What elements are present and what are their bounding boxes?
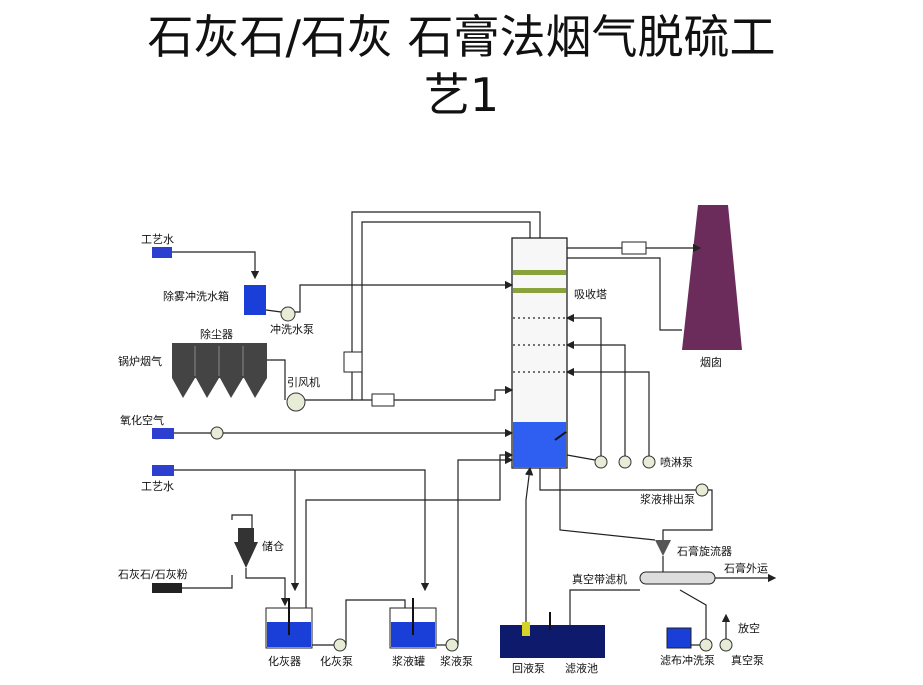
process-water-top-label: 工艺水 <box>141 233 174 246</box>
spray-pump-3-icon <box>642 455 656 469</box>
title-line-2: 艺1 <box>423 68 500 122</box>
filtrate-tank <box>500 625 605 658</box>
page-title: 石灰石/石灰 石膏法烟气脱硫工 艺1 <box>0 8 923 124</box>
pipe-lime-to-slurry <box>345 599 406 645</box>
lime-pump-icon <box>333 638 347 652</box>
pipe-sump-to-discharge <box>539 468 600 491</box>
pipe-spray-1 <box>565 313 602 456</box>
pipe-slaker-overflow <box>305 450 514 608</box>
spray-pump-2-icon <box>618 455 632 469</box>
chimney-shape <box>682 205 742 350</box>
dust-collector-label: 除尘器 <box>200 327 233 341</box>
ggh-top <box>621 241 647 255</box>
flush-pump-label: 冲洗水泵 <box>270 322 314 336</box>
slurry-tank-label: 浆液罐 <box>392 654 425 668</box>
process-water-top-inlet <box>152 247 172 258</box>
lime-slaker-label: 化灰器 <box>268 654 301 668</box>
vacuum-pump-icon <box>719 638 733 652</box>
oxidation-air-inlet <box>152 428 174 439</box>
pipe-spray-3 <box>565 367 650 456</box>
pipe-fan-to-absorber <box>305 385 514 401</box>
dust-hopper-4 <box>244 378 267 398</box>
demister-wash-tank <box>244 285 266 315</box>
storage-bin-hopper <box>234 542 258 568</box>
pipe-process-water-mid <box>174 469 430 592</box>
pipe-powder-to-bin <box>182 575 233 589</box>
storage-bin-label: 储仓 <box>262 539 284 553</box>
pipe-flush-to-absorber <box>295 280 514 313</box>
pipe-absorber-top-2 <box>361 221 531 400</box>
absorber-demister-1 <box>513 270 566 275</box>
absorber-label: 吸收塔 <box>574 287 607 301</box>
spray-pump-label: 喷淋泵 <box>660 456 693 469</box>
limestone-powder-inlet <box>152 583 182 593</box>
slurry-pump-label: 浆液泵 <box>440 654 473 668</box>
filtrate-tank-label: 滤液池 <box>565 661 598 675</box>
boiler-flue-gas-label: 锅炉烟气 <box>118 354 162 368</box>
cloth-wash-pump-icon <box>699 638 713 652</box>
pipe-slurry-to-absorber <box>457 455 514 645</box>
return-pump-icon <box>522 622 530 636</box>
slurry-discharge-pump-label: 浆液排出泵 <box>640 492 695 506</box>
oxidation-blower-icon <box>210 426 224 440</box>
id-fan-icon <box>286 392 306 412</box>
pipe-sump-to-spray <box>566 454 596 461</box>
lime-pump-label: 化灰泵 <box>320 654 353 668</box>
dust-hopper-2 <box>196 378 219 398</box>
demister-tank-label: 除雾冲洗水箱 <box>163 289 229 303</box>
return-pump-label: 回液泵 <box>512 661 545 675</box>
vacuum-belt-filter-icon <box>639 571 716 585</box>
slurry-discharge-pump-icon <box>695 483 709 497</box>
pipe-absorber-top <box>351 211 541 400</box>
pipe-bin-to-slaker <box>245 568 290 607</box>
process-water-mid-inlet <box>152 465 174 476</box>
gypsum-cyclone-label: 石膏旋流器 <box>677 544 732 558</box>
pipe-discharge-to-cyclone <box>662 489 713 540</box>
process-water-mid-label: 工艺水 <box>141 480 174 493</box>
pipe-process-water-top <box>172 251 260 280</box>
dust-hopper-1 <box>172 378 195 398</box>
absorber-demister-2 <box>513 288 566 293</box>
oxidation-air-label: 氧化空气 <box>120 413 164 427</box>
pipe-wash-to-filter <box>679 589 707 639</box>
pipe-tank-to-flush-pump <box>265 309 282 313</box>
pipe-return-to-absorber <box>524 466 534 622</box>
vent-label: 放空 <box>738 621 760 635</box>
gypsum-cyclone-icon <box>655 540 671 556</box>
slurry-pump-icon <box>445 638 459 652</box>
flush-pump-icon <box>280 306 296 322</box>
pipe-dust-to-fan <box>267 359 286 400</box>
spray-pump-1-icon <box>594 455 608 469</box>
pipe-bin-top <box>231 514 253 528</box>
absorber-agitator <box>554 431 567 441</box>
pipe-cyclone-overflow <box>559 468 656 541</box>
pipe-filter-to-filtrate <box>569 589 640 625</box>
absorber-slurry-sump <box>513 422 566 467</box>
chimney-label: 烟囱 <box>700 355 722 369</box>
id-fan-label: 引风机 <box>287 375 320 389</box>
cloth-wash-tank <box>666 627 692 649</box>
vacuum-pump-label: 真空泵 <box>731 653 764 667</box>
dust-hopper-3 <box>220 378 243 398</box>
limestone-powder-label: 石灰石/石灰粉 <box>118 567 188 581</box>
ggh-vertical <box>343 351 363 373</box>
title-line-1: 石灰石/石灰 石膏法烟气脱硫工 <box>147 10 776 64</box>
cloth-wash-pump-label: 滤布冲洗泵 <box>660 653 715 667</box>
duct-chimney-lower <box>567 257 682 331</box>
pipe-spray-2 <box>565 340 626 456</box>
ggh-horizontal <box>371 393 395 407</box>
storage-bin-top <box>238 528 254 542</box>
gypsum-out-label: 石膏外运 <box>724 561 768 575</box>
vacuum-belt-filter-label: 真空带滤机 <box>572 572 627 586</box>
